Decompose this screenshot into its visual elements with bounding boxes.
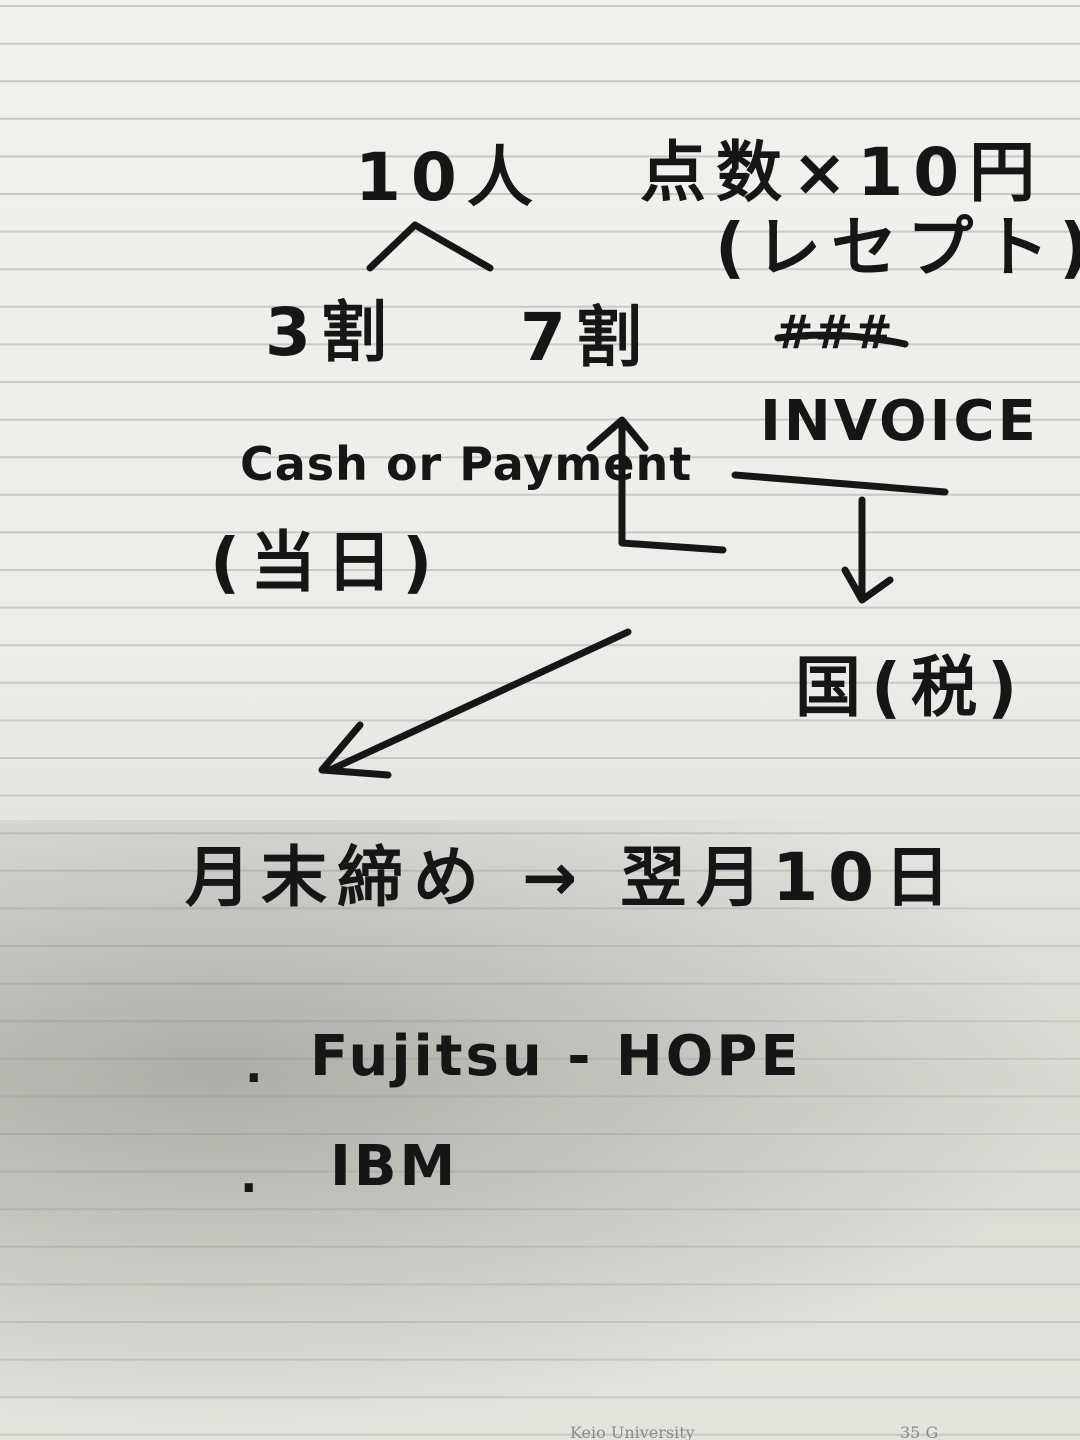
note-billing-cycle: 月末締め → 翌月10日 [185, 839, 960, 916]
split-caret [366, 221, 494, 272]
note-invoice: INVOICE [760, 389, 1039, 454]
payment-arrowhead [586, 416, 649, 452]
invoice-underline [731, 471, 949, 496]
invoice-arrowhead [841, 566, 894, 604]
billing-arrow [326, 628, 632, 774]
note-payment: Cash or Payment [240, 437, 692, 491]
note-ten-people: 10人 [355, 139, 543, 216]
note-same-day: (当日) [210, 524, 442, 601]
footer-page-number: 35 G [900, 1423, 938, 1440]
strikethrough-line [774, 331, 909, 348]
bullet-dot: . [240, 1149, 258, 1203]
bullet-item-fujitsu: Fujitsu - HOPE [310, 1024, 802, 1089]
note-points: 点数×10円 [640, 134, 1045, 211]
note-country-tax: 国(税) [795, 649, 1027, 726]
payment-arrow [618, 421, 727, 554]
note-split-30: 3割 [265, 294, 397, 371]
billing-arrowhead [318, 721, 392, 779]
bullet-item-ibm: IBM [330, 1134, 458, 1199]
footer-publisher: Keio University [570, 1423, 695, 1440]
note-split-70: 7割 [520, 299, 652, 376]
bullet-dot: . [245, 1039, 263, 1093]
note-receipt: (レセプト) [715, 209, 1080, 286]
